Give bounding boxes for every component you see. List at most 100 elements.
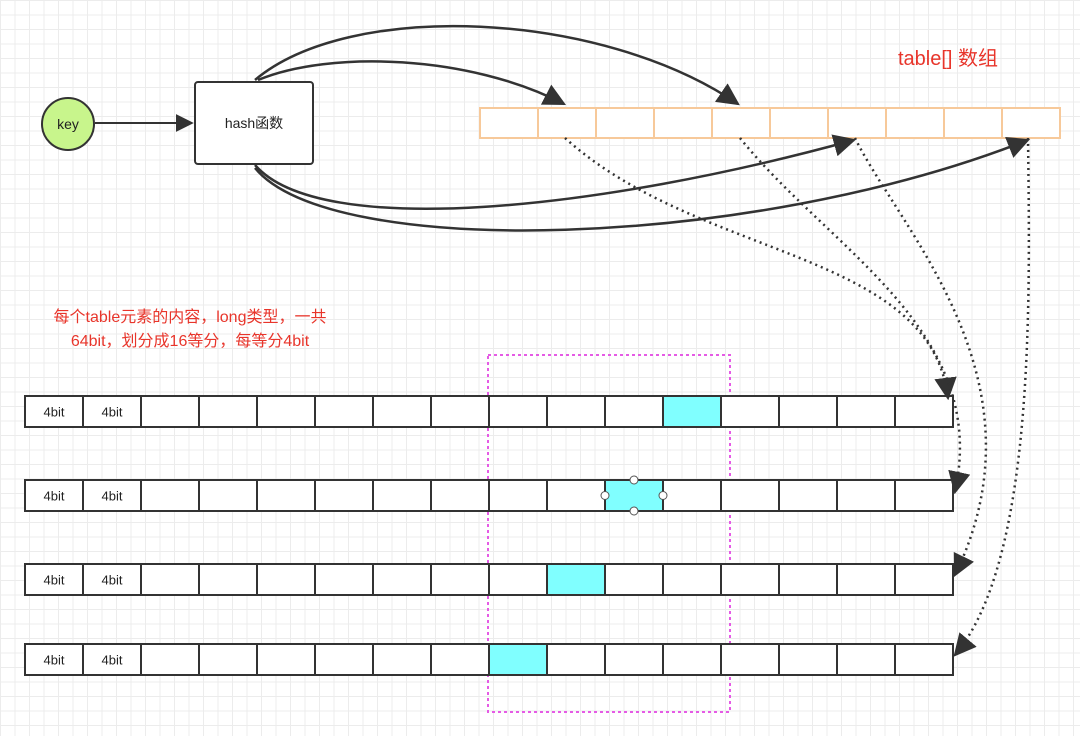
bit-segment[interactable] (198, 563, 258, 596)
bit-segment[interactable] (720, 395, 780, 428)
table-cell[interactable] (537, 107, 597, 139)
table-cell[interactable] (943, 107, 1003, 139)
hash-arrow-to-cell-7 (254, 134, 857, 210)
bit-segment[interactable] (314, 395, 374, 428)
long-element-row: 4bit 4bit (24, 475, 954, 516)
hash-label: hash函数 (225, 115, 283, 131)
bit-segment[interactable] (372, 395, 432, 428)
bit-segment[interactable] (836, 643, 896, 676)
bit-segment[interactable] (720, 563, 780, 596)
bit-segment[interactable] (778, 643, 838, 676)
selection-handle[interactable] (600, 491, 610, 500)
bit-segment[interactable] (140, 479, 200, 512)
segment-label: 4bit (102, 489, 123, 504)
selection-handle[interactable] (658, 491, 668, 500)
bit-segment[interactable] (836, 479, 896, 512)
key-label: key (57, 116, 79, 132)
highlighted-segment[interactable] (604, 479, 664, 512)
hash-arrow-to-cell-5 (254, 24, 740, 106)
bit-segment[interactable] (662, 643, 722, 676)
bit-segment[interactable] (488, 563, 548, 596)
bit-segment[interactable] (198, 643, 258, 676)
table-cell[interactable] (653, 107, 713, 139)
note-line-2: 64bit，划分成16等分，每等分4bit (71, 332, 310, 350)
bit-segment[interactable] (546, 395, 606, 428)
bit-segment[interactable] (662, 479, 722, 512)
bit-segment[interactable] (314, 563, 374, 596)
bit-segment[interactable] (894, 643, 954, 676)
bit-segment[interactable] (256, 643, 316, 676)
table-cell[interactable] (711, 107, 771, 139)
bit-segment[interactable] (140, 563, 200, 596)
bit-segment[interactable] (24, 643, 84, 676)
table-cell[interactable] (479, 107, 539, 139)
table-to-row-arrows (564, 137, 1031, 657)
bit-segment[interactable] (604, 395, 664, 428)
bit-segment[interactable] (488, 479, 548, 512)
highlighted-segment[interactable] (488, 643, 548, 676)
bit-segment[interactable] (488, 395, 548, 428)
table-cell[interactable] (769, 107, 829, 139)
selection-handle[interactable] (629, 506, 639, 516)
bit-segment[interactable] (894, 563, 954, 596)
dotted-arrow-row-4 (953, 137, 1031, 657)
bit-segment[interactable] (24, 395, 84, 428)
bit-segment[interactable] (140, 395, 200, 428)
bit-segment[interactable] (82, 479, 142, 512)
bit-segment[interactable] (314, 643, 374, 676)
bit-segment[interactable] (82, 563, 142, 596)
bit-segment[interactable] (198, 479, 258, 512)
bit-segment[interactable] (778, 563, 838, 596)
bit-segment[interactable] (778, 395, 838, 428)
bit-segment[interactable] (720, 479, 780, 512)
long-element-row: 4bit 4bit (24, 395, 954, 428)
table-cell[interactable] (595, 107, 655, 139)
bit-segment[interactable] (836, 395, 896, 428)
hash-arrow-to-cell-10 (254, 136, 1031, 232)
bit-segment[interactable] (256, 395, 316, 428)
bit-segment[interactable] (604, 563, 664, 596)
table-cell[interactable] (827, 107, 887, 139)
bit-segment[interactable] (430, 643, 490, 676)
bit-segment[interactable] (256, 563, 316, 596)
dotted-arrow-row-1 (564, 137, 957, 401)
bit-segment[interactable] (372, 643, 432, 676)
bit-segment[interactable] (894, 395, 954, 428)
bit-segment[interactable] (372, 479, 432, 512)
dotted-arrow-row-2 (739, 137, 971, 495)
bit-segment[interactable] (140, 643, 200, 676)
bit-segment[interactable] (546, 479, 606, 512)
bit-segment[interactable] (198, 395, 258, 428)
bit-segment[interactable] (256, 479, 316, 512)
selection-region[interactable] (487, 354, 731, 713)
segment-label: 4bit (102, 405, 123, 420)
highlighted-segment[interactable] (662, 395, 722, 428)
bit-segment[interactable] (720, 643, 780, 676)
segment-label: 4bit (44, 653, 65, 668)
bit-segment[interactable] (82, 643, 142, 676)
bit-segment[interactable] (894, 479, 954, 512)
table-cell[interactable] (885, 107, 945, 139)
highlighted-segment[interactable] (546, 563, 606, 596)
bit-segment[interactable] (662, 563, 722, 596)
bit-segment[interactable] (430, 563, 490, 596)
key-node[interactable]: key (41, 97, 95, 151)
bit-segment[interactable] (430, 395, 490, 428)
selection-handle[interactable] (629, 475, 639, 485)
segment-label: 4bit (44, 489, 65, 504)
bit-segment[interactable] (546, 643, 606, 676)
hash-to-table-arrows (254, 24, 1031, 232)
table-cell[interactable] (1001, 107, 1061, 139)
bit-segment[interactable] (430, 479, 490, 512)
bit-segment[interactable] (372, 563, 432, 596)
segment-label: 4bit (44, 405, 65, 420)
bit-segment[interactable] (836, 563, 896, 596)
bit-segment[interactable] (604, 643, 664, 676)
hash-function-node[interactable]: hash函数 (194, 81, 314, 165)
dotted-arrow-row-3 (853, 137, 988, 578)
segment-label: 4bit (44, 573, 65, 588)
bit-segment[interactable] (314, 479, 374, 512)
bit-segment[interactable] (778, 479, 838, 512)
